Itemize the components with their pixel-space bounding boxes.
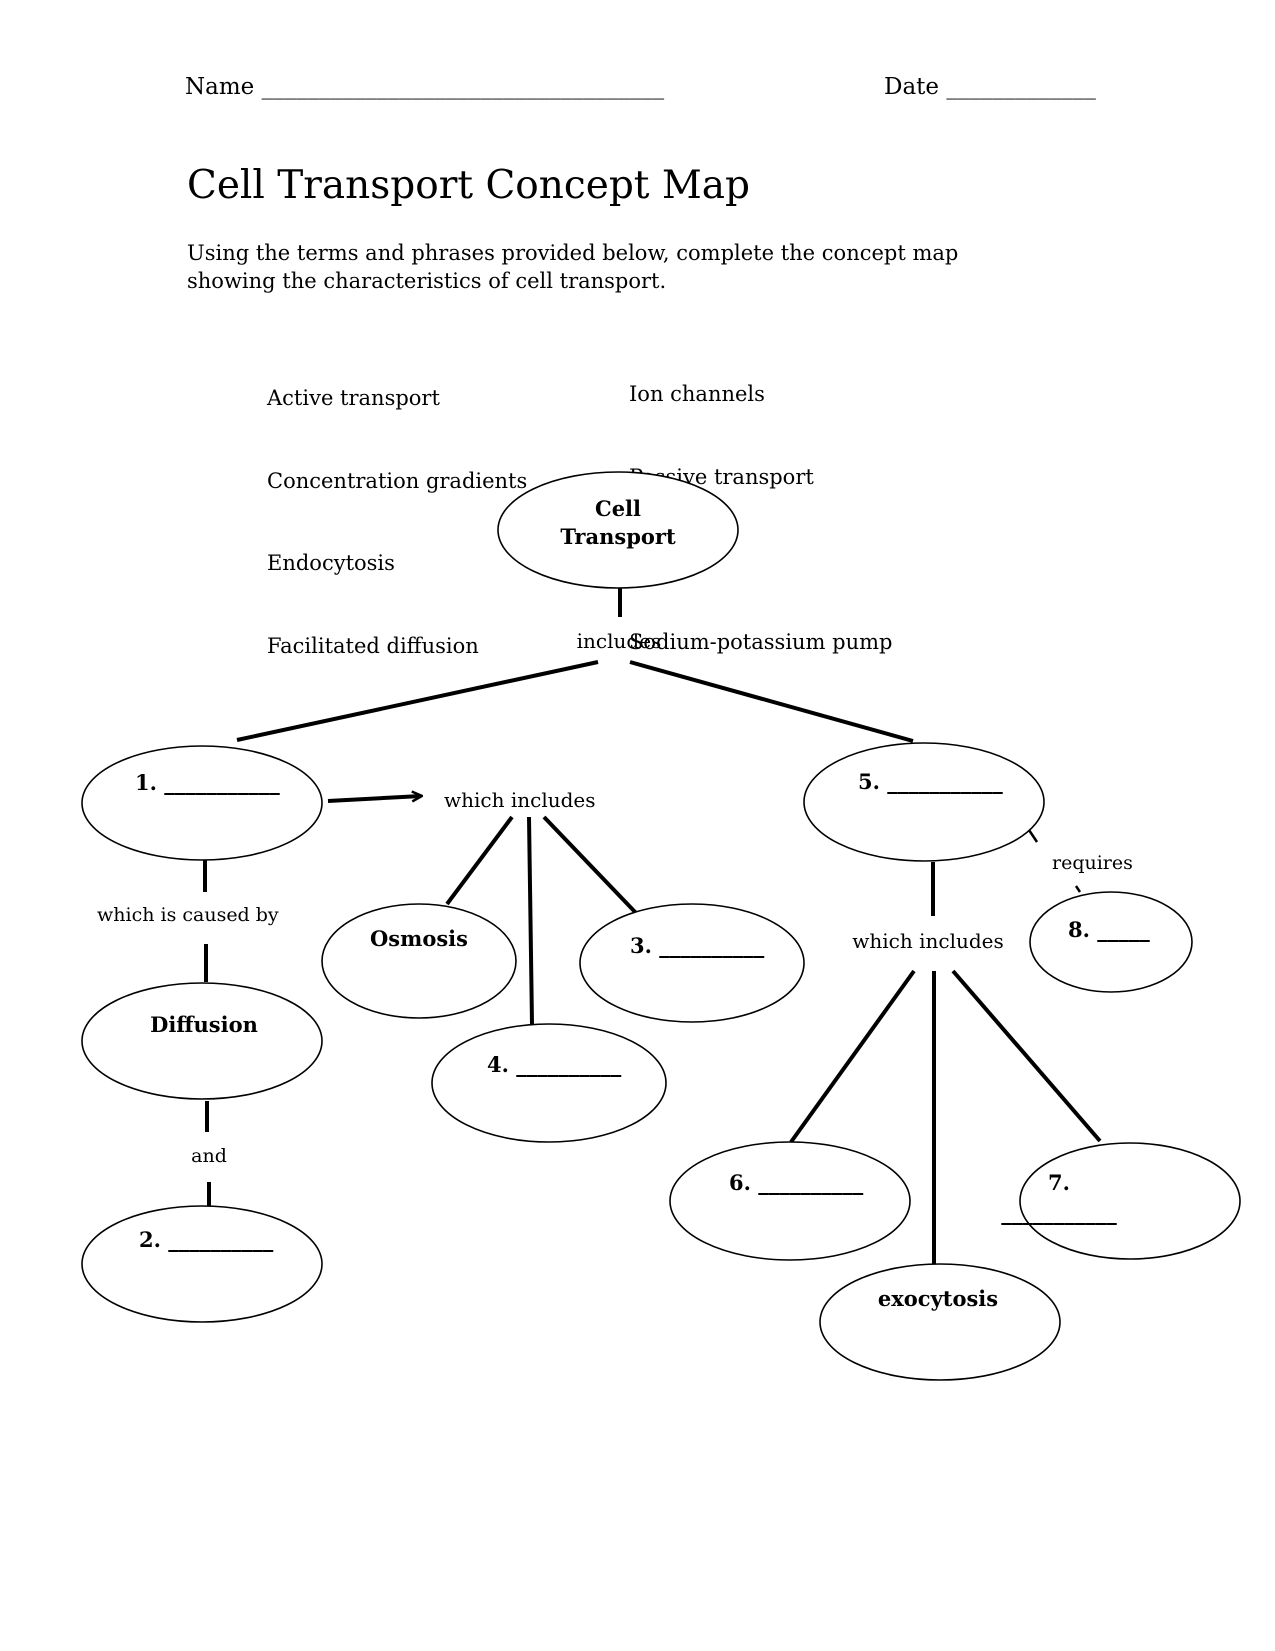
arrow-connector — [327, 796, 421, 803]
node-4-label: 4. __________ — [487, 1052, 622, 1077]
node-7 — [1019, 1142, 1241, 1260]
word-bank-term: Endocytosis — [267, 551, 395, 575]
connector-line — [629, 660, 914, 743]
connector-line — [236, 660, 599, 742]
connector-line — [542, 815, 639, 916]
node-4 — [431, 1023, 667, 1143]
node-exocytosis — [819, 1263, 1061, 1381]
node-3-label: 3. __________ — [630, 933, 765, 958]
word-bank-term: Concentration gradients — [267, 468, 528, 493]
link-label-which-includes: which includes — [444, 788, 596, 812]
node-diffusion — [81, 982, 323, 1100]
node-7-label-line2: ___________ — [1001, 1200, 1117, 1225]
node-1 — [81, 745, 323, 861]
root-node-label-line2: Transport — [560, 524, 676, 549]
link-label-caused-by: which is caused by — [97, 904, 279, 926]
date-field-label: Date _____________ — [884, 74, 1096, 100]
connector-line — [789, 969, 916, 1144]
node-6-label: 6. __________ — [729, 1170, 864, 1195]
node-osmosis — [321, 903, 517, 1019]
node-8 — [1029, 891, 1193, 993]
node-diffusion-label: Diffusion — [150, 1012, 258, 1037]
node-3 — [579, 903, 805, 1023]
node-1-label: 1. ___________ — [135, 770, 280, 795]
node-5-label: 5. ___________ — [858, 769, 1003, 794]
requires-tick-mark — [1027, 829, 1039, 843]
word-bank-term: Sodium-potassium pump — [629, 629, 893, 654]
word-bank-term: Active transport — [267, 386, 440, 410]
link-label-includes: includes — [577, 629, 662, 653]
connector-line — [527, 816, 534, 1025]
link-label-and: and — [191, 1145, 227, 1167]
word-bank-left: Active transport Concentration gradients… — [267, 330, 527, 688]
requires-tick-mark — [1074, 885, 1082, 893]
node-7-label-line1: 7. — [1048, 1170, 1070, 1195]
connector-line — [951, 969, 1102, 1143]
node-5 — [803, 742, 1045, 862]
node-2-label: 2. __________ — [139, 1227, 274, 1252]
node-2 — [81, 1205, 323, 1323]
root-node — [497, 471, 739, 589]
name-field-label: Name ___________________________________ — [185, 74, 665, 100]
word-bank-term: Facilitated diffusion — [267, 633, 479, 658]
node-8-label: 8. _____ — [1068, 917, 1150, 942]
page-title: Cell Transport Concept Map — [187, 163, 751, 208]
connector-line — [445, 815, 514, 906]
instructions: Using the terms and phrases provided bel… — [187, 241, 959, 293]
node-6 — [669, 1141, 911, 1261]
link-label-which-includes: which includes — [852, 929, 1004, 953]
node-osmosis-label: Osmosis — [370, 926, 468, 951]
word-bank-term: Ion channels — [629, 382, 765, 406]
link-label-requires: requires — [1052, 852, 1133, 874]
node-exocytosis-label: exocytosis — [878, 1286, 998, 1311]
root-node-label-line1: Cell — [595, 496, 641, 521]
